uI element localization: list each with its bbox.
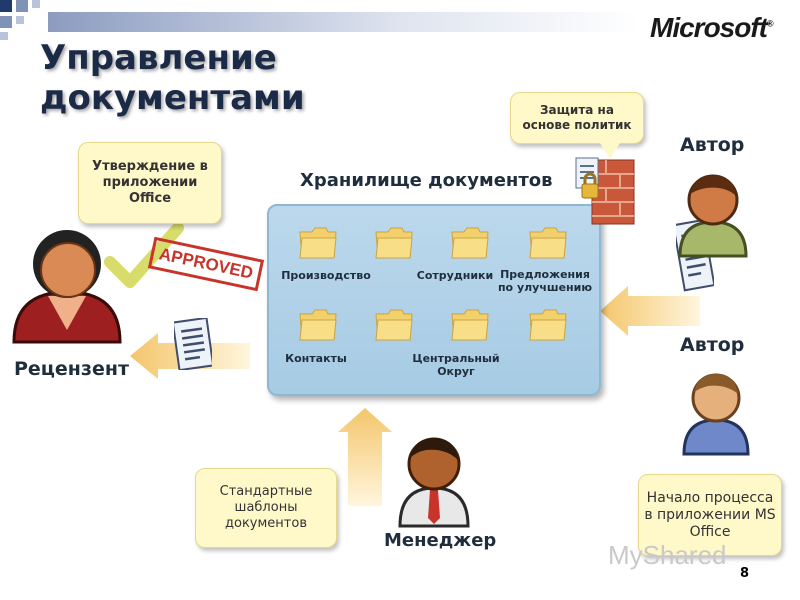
corner-square — [32, 0, 40, 8]
folder-label-central[interactable]: Центральный Округ — [412, 352, 500, 378]
folder-label-employees[interactable]: Сотрудники — [416, 269, 494, 282]
role-author-1: Автор — [680, 134, 745, 156]
corner-square — [16, 0, 28, 12]
folder-label-production[interactable]: Производство — [281, 269, 371, 282]
brand-mark: ® — [767, 18, 774, 29]
repository-title: Хранилище документов — [300, 170, 553, 191]
author-avatar-icon — [678, 174, 748, 258]
corner-square — [0, 32, 8, 40]
callout-templates: Стандартные шаблоны документов — [195, 468, 337, 548]
folder-icon[interactable] — [374, 224, 414, 260]
page-title: Управление документами — [40, 38, 305, 118]
callout-policy-text: Защита на основе политик — [522, 103, 632, 132]
folder-label-contacts[interactable]: Контакты — [285, 352, 347, 365]
folder-icon[interactable] — [298, 224, 338, 260]
callout-start: Начало процесса в приложении MS Office — [638, 474, 782, 556]
header-bar — [48, 12, 638, 32]
check-mark — [104, 222, 184, 288]
corner-square — [0, 16, 12, 28]
reviewer-avatar-icon — [12, 230, 122, 344]
role-author-2: Автор — [680, 334, 745, 356]
callout-approve: Утверждение в приложении Office — [78, 142, 222, 224]
callout-policy: Защита на основе политик — [510, 92, 644, 144]
page-number: 8 — [740, 566, 750, 581]
folder-label-proposals[interactable]: Предложения по улучшению — [497, 268, 593, 294]
arrow-up-from-manager — [338, 408, 392, 506]
watermark-text: MyShared — [608, 540, 727, 570]
callout-templates-text: Стандартные шаблоны документов — [219, 484, 313, 531]
corner-square — [16, 16, 24, 24]
arrow-into-repo — [600, 286, 700, 336]
folder-icon[interactable] — [528, 306, 568, 342]
callout-approve-text: Утверждение в приложении Office — [92, 159, 208, 206]
corner-square — [0, 0, 12, 12]
folder-icon[interactable] — [374, 306, 414, 342]
document-icon — [174, 318, 212, 370]
callout-start-text: Начало процесса в приложении MS Office — [644, 489, 776, 540]
watermark: MyShared — [608, 540, 727, 571]
folder-icon[interactable] — [528, 224, 568, 260]
role-reviewer: Рецензент — [14, 358, 129, 380]
author-avatar-icon — [682, 373, 750, 456]
role-manager: Менеджер — [384, 530, 497, 551]
brand-name: Microsoft — [650, 12, 768, 43]
callout-policy-tail — [600, 143, 620, 159]
folder-icon[interactable] — [450, 224, 490, 260]
firewall-lock-icon — [575, 157, 635, 225]
folder-icon[interactable] — [450, 306, 490, 342]
microsoft-logo: Microsoft® — [650, 12, 774, 44]
folder-icon[interactable] — [298, 306, 338, 342]
manager-avatar-icon — [398, 437, 470, 528]
